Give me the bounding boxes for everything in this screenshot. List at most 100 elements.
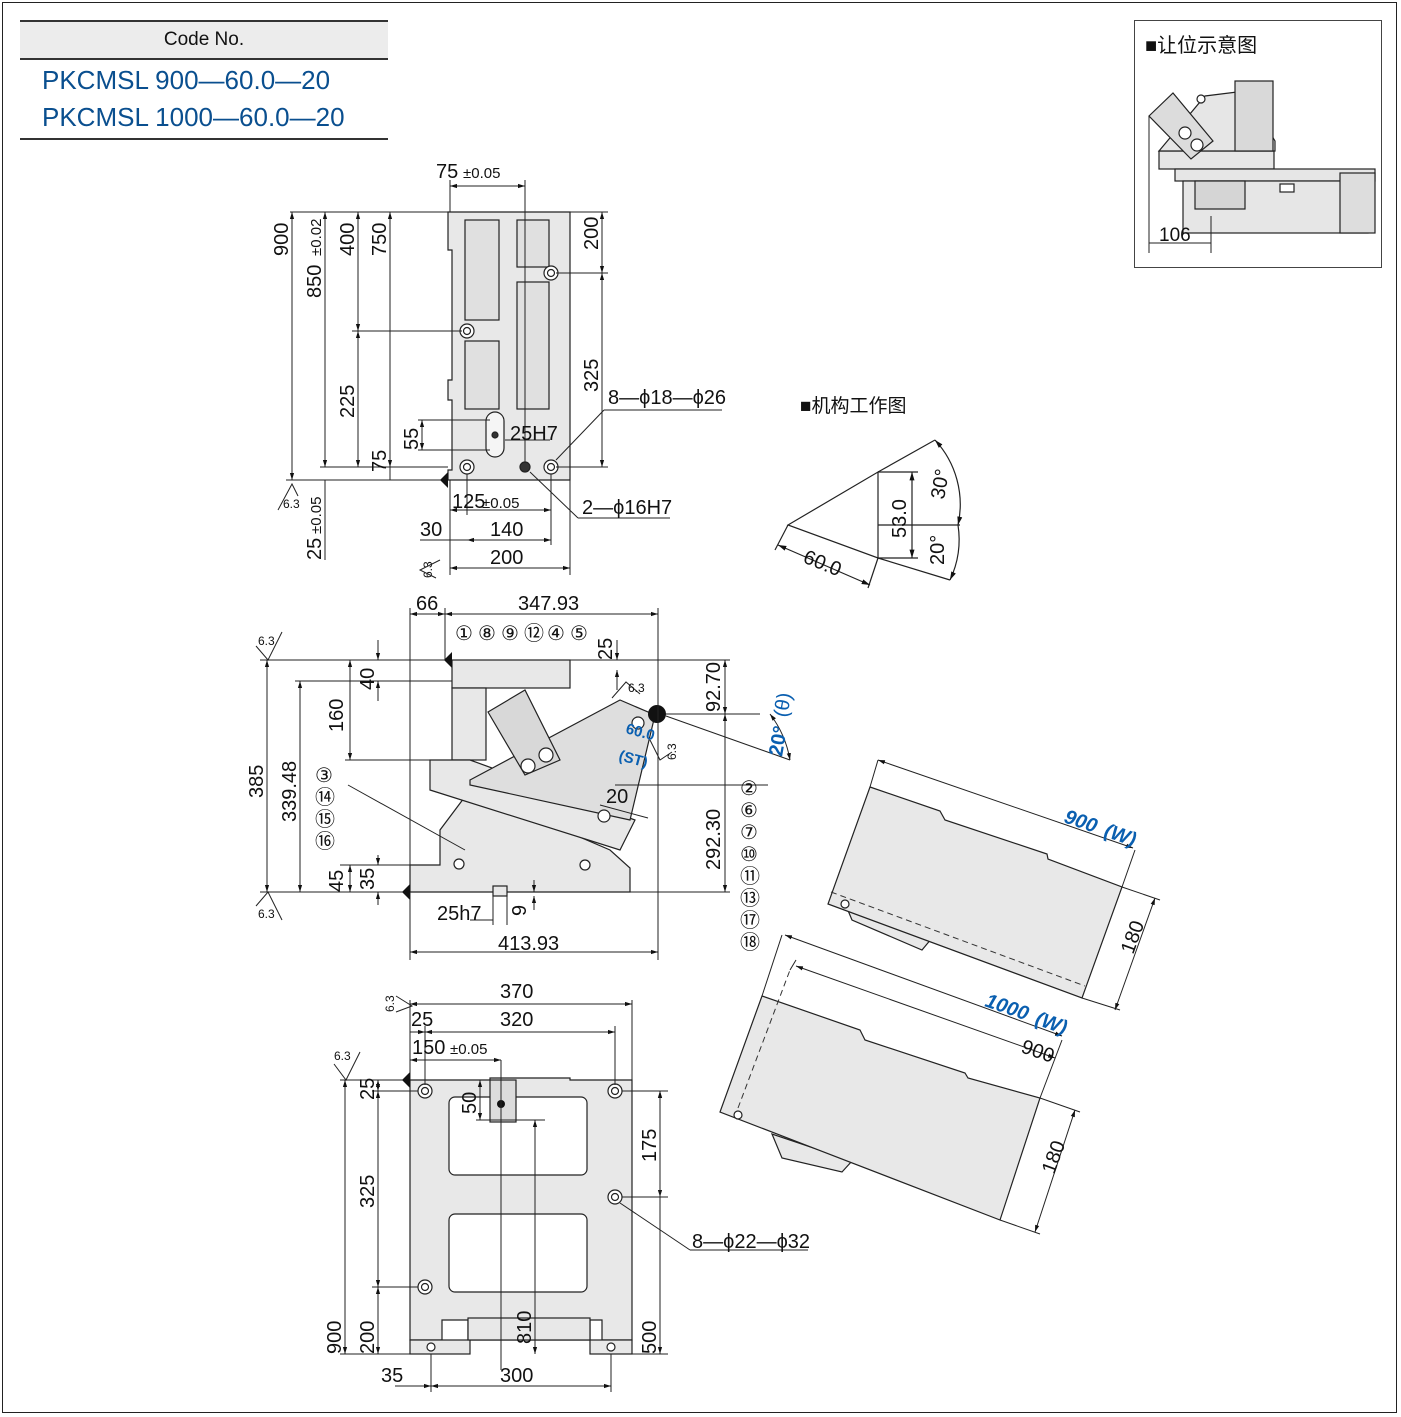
top-dim-225: 225: [337, 385, 359, 418]
callout-top-3: ⑫: [524, 622, 544, 645]
bottom-dim-325: 325: [357, 1175, 379, 1208]
bottom-dim-320: 320: [500, 1009, 533, 1031]
clearance-dim-106: 106: [1159, 225, 1191, 246]
plate-900-height: 180: [1117, 918, 1149, 957]
side-rough-3: 6.3: [628, 681, 645, 695]
side-dim-413: 413.93: [498, 933, 559, 955]
callout-right-7: ⑱: [740, 931, 760, 954]
side-rough-2: 6.3: [258, 907, 275, 921]
top-dim-900: 900: [271, 223, 293, 256]
bottom-dim-370: 370: [500, 981, 533, 1003]
bottom-dim-900: 900: [324, 1321, 346, 1354]
top-dim-750: 750: [369, 223, 391, 256]
plate-900-width: 900: [1061, 806, 1100, 838]
plate-900-w-label: (W): [1101, 820, 1139, 851]
top-rough-1: 6.3: [283, 497, 300, 511]
side-dim-25: 25: [595, 638, 617, 660]
side-dim-66: 66: [416, 593, 438, 615]
callout-top-5: ⑤: [570, 623, 588, 645]
side-dim-9: 9: [509, 905, 531, 916]
top-dim-75-left: 75: [369, 450, 391, 472]
callout-top-4: ④: [547, 623, 565, 645]
callout-right-4: ⑪: [740, 865, 760, 888]
callout-left-0: ③: [315, 765, 333, 787]
top-dim-25h7: 25H7: [510, 423, 558, 445]
top-dim-140: 140: [490, 519, 523, 541]
callout-right-1: ⑥: [740, 800, 758, 822]
top-view: 75 ±0.05 900 850 ±0.02 400 750 200 325 2…: [271, 161, 726, 579]
top-tol-125: ±0.05: [482, 495, 519, 512]
top-dim-200-bottom: 200: [490, 547, 523, 569]
callout-right-6: ⑰: [740, 909, 760, 932]
bottom-dim-300: 300: [500, 1365, 533, 1387]
plates-view: 900 (W) 180 1000 (W) 900 180: [719, 759, 1161, 1235]
bottom-dim-500: 500: [639, 1321, 661, 1354]
bottom-view: 370 25 320 150 ±0.05 25 50 175 325 8—ϕ22…: [324, 981, 810, 1392]
bottom-dim-200: 200: [357, 1321, 379, 1354]
callout-right-5: ⑬: [740, 887, 760, 910]
side-stroke: 60.0: [624, 720, 657, 744]
side-pivot: [648, 705, 666, 723]
side-dim-160: 160: [326, 699, 348, 732]
top-dim-325: 325: [581, 359, 603, 392]
top-dim-25: 25: [304, 538, 326, 560]
top-tol-25: ±0.05: [308, 497, 325, 534]
callout-right-0: ②: [740, 778, 758, 800]
clearance-diagram: ■让位示意图 106: [1134, 20, 1382, 268]
plate-1000-900: 900: [1018, 1036, 1057, 1068]
callout-top-1: ⑧: [478, 623, 496, 645]
top-dim-850: 850: [304, 265, 326, 298]
side-theta: (θ): [770, 691, 796, 719]
code-table: Code No. PKCMSL 900—60.0—20 PKCMSL 1000—…: [20, 20, 388, 140]
top-holes-8: 8—ϕ18—ϕ26: [608, 387, 726, 409]
mechanism-diagram: ■机构工作图 60.0 53.0 30° 20°: [774, 395, 963, 589]
top-dim-55: 55: [401, 428, 423, 450]
bottom-dim-150: 150: [412, 1037, 445, 1059]
top-tol-850: ±0.02: [308, 219, 325, 256]
plate-1000-height: 180: [1038, 1138, 1070, 1177]
side-st: (ST): [617, 747, 650, 771]
top-dim-30: 30: [420, 519, 442, 541]
top-rough-2: 6.3: [421, 561, 435, 578]
side-dim-292: 292.30: [703, 809, 725, 870]
side-dim-45: 45: [326, 870, 348, 892]
side-dim-339: 339.48: [279, 761, 301, 822]
mechanism-height: 53.0: [889, 499, 911, 538]
callout-left-3: ⑯: [315, 830, 335, 853]
callout-right-3: ⑩: [740, 844, 758, 866]
callout-top-0: ①: [455, 623, 473, 645]
bottom-rough-1: 6.3: [383, 995, 397, 1012]
side-dim-385: 385: [246, 765, 268, 798]
code-row-1000: PKCMSL 1000—60.0—20: [42, 102, 345, 132]
side-dim-20: 20: [606, 786, 628, 808]
code-table-header: Code No.: [20, 20, 388, 60]
side-dim-35: 35: [357, 868, 379, 890]
top-holes-2: 2—ϕ16H7: [582, 497, 672, 519]
callout-top-2: ⑨: [501, 623, 519, 645]
clearance-diagram-title: ■让位示意图: [1145, 35, 1258, 57]
clearance-drawing: 106: [1148, 80, 1376, 253]
code-row-900: PKCMSL 900—60.0—20: [42, 65, 331, 95]
top-dim-125: 125: [452, 491, 485, 513]
bottom-dim-50: 50: [459, 1092, 481, 1114]
side-rough-1: 6.3: [258, 634, 275, 648]
callout-right-2: ⑦: [740, 822, 758, 844]
bottom-rough-2: 6.3: [334, 1049, 351, 1063]
mechanism-angle-20: 20°: [927, 535, 949, 565]
bottom-dim-175: 175: [639, 1129, 661, 1162]
bottom-dim-25: 25: [411, 1009, 433, 1031]
callout-left-1: ⑭: [315, 786, 335, 809]
bottom-holes-8: 8—ϕ22—ϕ32: [692, 1231, 810, 1253]
bottom-dim-25-left: 25: [357, 1078, 379, 1100]
side-dim-25h7: 25h7: [437, 903, 482, 925]
bottom-dim-35: 35: [381, 1365, 403, 1387]
mechanism-stroke: 60.0: [800, 546, 844, 581]
side-dim-92: 92.70: [703, 662, 725, 712]
side-angle: 20°: [765, 724, 792, 758]
side-rough-4: 6.3: [665, 743, 679, 760]
plate-1000-w-label: (W): [1032, 1008, 1070, 1039]
bottom-tol-150: ±0.05: [450, 1041, 487, 1058]
bottom-dim-810: 810: [514, 1311, 536, 1344]
